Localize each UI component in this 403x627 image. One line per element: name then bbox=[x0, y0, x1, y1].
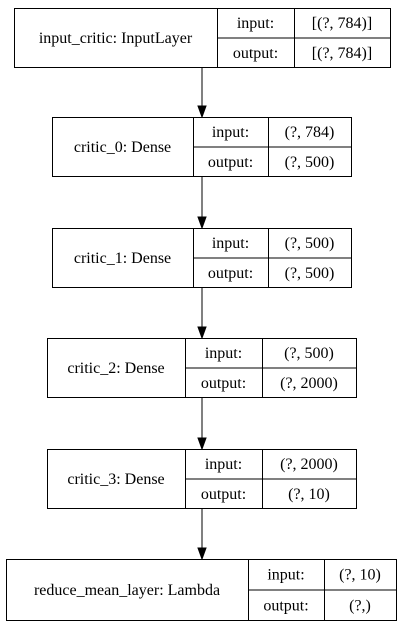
layer-node: critic_2: Dense input: output: (?, 500) (?, … bbox=[47, 338, 357, 398]
input-shape: (?, 10) bbox=[339, 566, 381, 583]
layer-title: input_critic: InputLayer bbox=[39, 30, 193, 47]
arrowhead-icon bbox=[197, 326, 207, 340]
output-shape: [(?, 784)] bbox=[312, 45, 372, 62]
input-label: input: bbox=[212, 235, 249, 252]
arrowhead-icon bbox=[197, 105, 207, 119]
layer-node: reduce_mean_layer: Lambda input: output: (?… bbox=[6, 559, 397, 621]
layer-title: reduce_mean_layer: Lambda bbox=[34, 582, 220, 599]
input-shape: (?, 784) bbox=[285, 124, 335, 141]
output-shape: (?, 10) bbox=[288, 486, 330, 503]
layer-title: critic_1: Dense bbox=[74, 250, 171, 267]
layer-title: critic_3: Dense bbox=[67, 471, 164, 488]
layer-node: critic_3: Dense input: output: (?, 2000) (?,… bbox=[47, 449, 357, 509]
input-label: input: bbox=[267, 566, 304, 583]
arrowhead-icon bbox=[197, 547, 207, 561]
input-shape: (?, 2000) bbox=[280, 456, 338, 473]
arrowhead-icon bbox=[197, 437, 207, 451]
output-label: output: bbox=[208, 154, 253, 171]
edge-arrow bbox=[197, 508, 207, 561]
input-label: input: bbox=[212, 124, 249, 141]
layer-node: critic_0: Dense input: output: (?, 784) (?, … bbox=[52, 117, 352, 177]
output-shape: (?, 500) bbox=[285, 154, 335, 171]
input-label: input: bbox=[205, 456, 242, 473]
output-shape: (?, 2000) bbox=[280, 375, 338, 392]
edge-arrow bbox=[197, 176, 207, 230]
input-label: input: bbox=[237, 15, 274, 32]
layer-title: critic_2: Dense bbox=[67, 360, 164, 377]
output-label: output: bbox=[233, 45, 278, 62]
layer-title: critic_0: Dense bbox=[74, 139, 171, 156]
input-label: input: bbox=[205, 345, 242, 362]
output-label: output: bbox=[201, 375, 246, 392]
output-label: output: bbox=[263, 597, 308, 614]
output-label: output: bbox=[201, 486, 246, 503]
edge-arrow bbox=[197, 67, 207, 119]
output-label: output: bbox=[208, 265, 253, 282]
layer-node: critic_1: Dense input: output: (?, 500) (?, … bbox=[52, 228, 352, 288]
edge-arrow bbox=[197, 397, 207, 451]
edge-arrow bbox=[197, 287, 207, 340]
output-shape: (?,) bbox=[349, 597, 371, 614]
input-shape: (?, 500) bbox=[285, 235, 335, 252]
layer-node: input_critic: InputLayer input: output: [(?… bbox=[14, 8, 391, 68]
input-shape: [(?, 784)] bbox=[312, 15, 372, 32]
arrowhead-icon bbox=[197, 216, 207, 230]
input-shape: (?, 500) bbox=[284, 345, 334, 362]
output-shape: (?, 500) bbox=[285, 265, 335, 282]
